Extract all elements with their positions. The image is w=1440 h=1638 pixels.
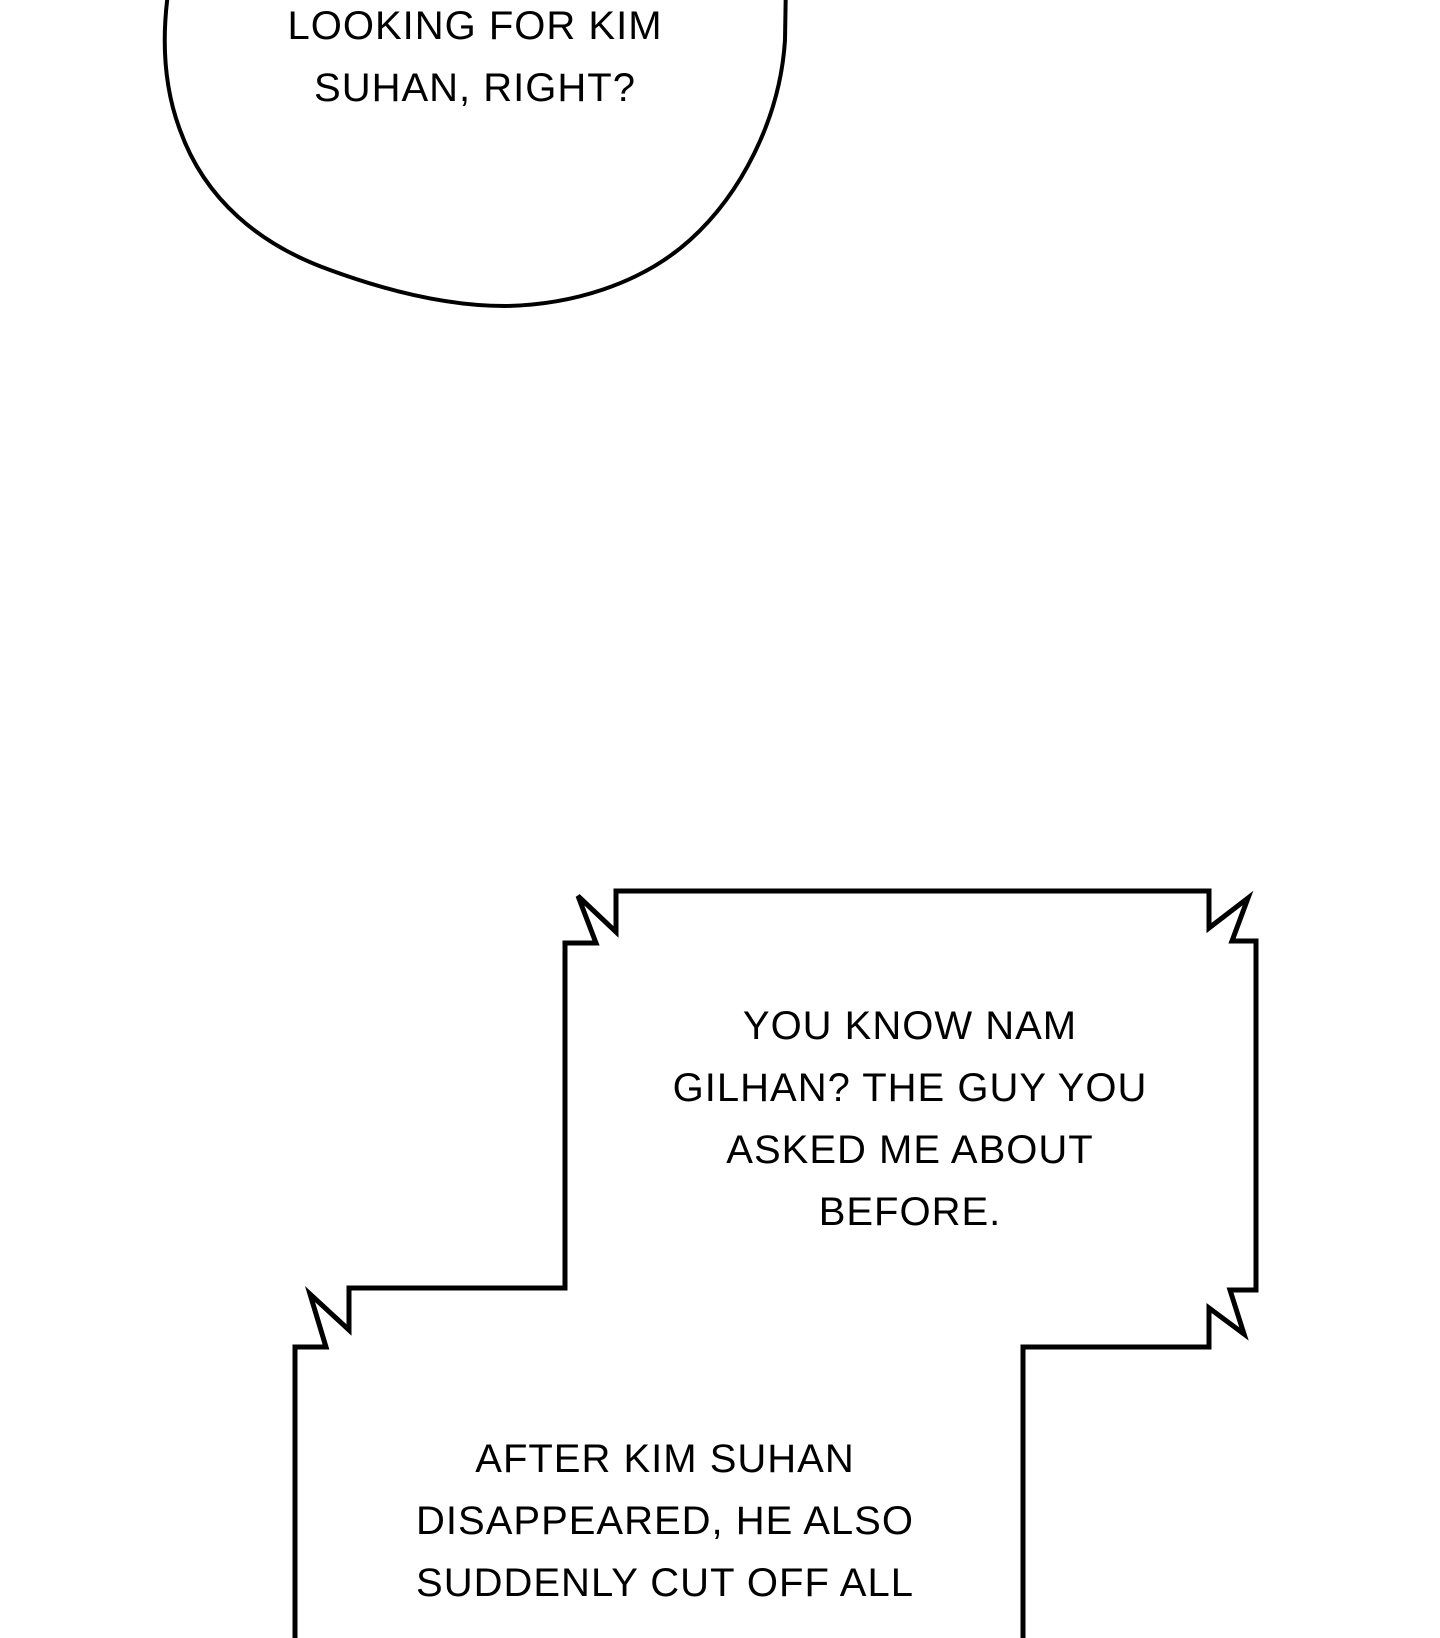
text-line: LOOKING FOR KIM — [287, 4, 663, 48]
caption-lower-text: AFTER KIM SUHAN DISAPPEARED, HE ALSO SUD… — [416, 1428, 914, 1614]
text-line: YOU KNOW NAM — [742, 1004, 1078, 1048]
text-line: SUDDENLY CUT OFF ALL — [416, 1561, 914, 1605]
text-line: AFTER KIM SUHAN — [475, 1437, 855, 1481]
text-line: DISAPPEARED, HE ALSO — [416, 1499, 914, 1543]
text-line: ASKED ME ABOUT — [726, 1128, 1094, 1172]
caption-upper-text: YOU KNOW NAM GILHAN? THE GUY YOU ASKED M… — [673, 995, 1148, 1243]
speech-bubble-outline — [162, 0, 788, 309]
caption-box-outline — [292, 888, 1259, 1638]
text-line: GILHAN? THE GUY YOU — [672, 1066, 1148, 1110]
text-line: SUHAN, RIGHT? — [314, 66, 636, 110]
text-line: BEFORE. — [818, 1190, 1002, 1234]
speech-bubble-text: LOOKING FOR KIM SUHAN, RIGHT? — [287, 0, 662, 119]
